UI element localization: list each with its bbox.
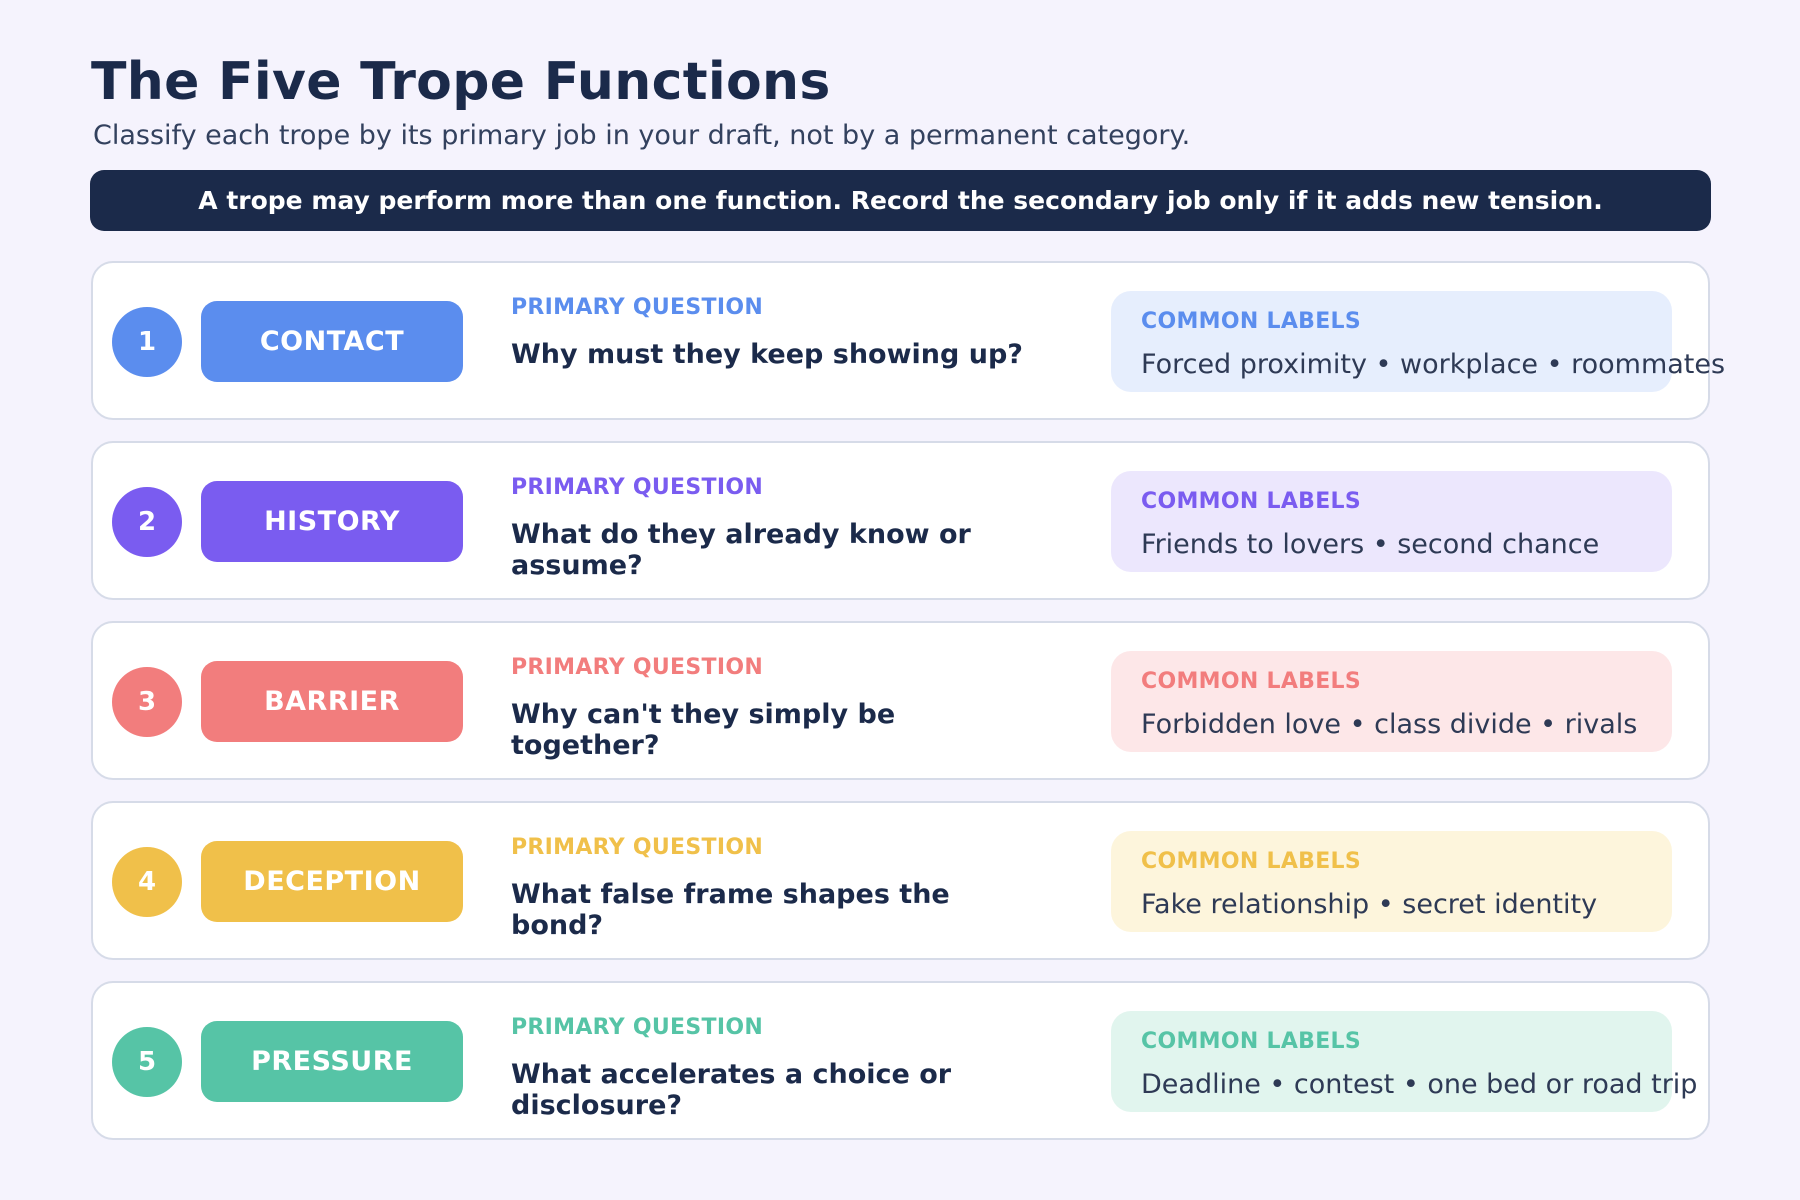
primary-question-label: PRIMARY QUESTION bbox=[511, 1015, 764, 1040]
common-labels-text: Fake relationship • secret identity bbox=[1141, 889, 1598, 920]
common-labels-title: COMMON LABELS bbox=[1141, 1029, 1362, 1054]
trope-row-contact: 1 CONTACT PRIMARY QUESTION Why must they… bbox=[91, 261, 1725, 420]
common-labels-text: Deadline • contest • one bed or road tri… bbox=[1141, 1069, 1698, 1100]
primary-question-text: Why can't they simply be together? bbox=[511, 699, 896, 761]
function-pill-pressure[interactable]: PRESSURE bbox=[201, 1021, 463, 1102]
common-labels-box: COMMON LABELS Deadline • contest • one b… bbox=[1111, 1011, 1697, 1112]
function-pill-history[interactable]: HISTORY bbox=[201, 481, 463, 562]
row-number-badge: 2 bbox=[112, 487, 182, 557]
primary-question-text: What do they already know or assume? bbox=[511, 519, 971, 581]
row-number-badge: 4 bbox=[112, 847, 182, 917]
note-banner: A trope may perform more than one functi… bbox=[90, 170, 1711, 231]
primary-question-text: What accelerates a choice or disclosure? bbox=[511, 1059, 952, 1121]
row-number-badge: 5 bbox=[112, 1027, 182, 1097]
page-subtitle: Classify each trope by its primary job i… bbox=[93, 120, 1191, 151]
primary-question-label: PRIMARY QUESTION bbox=[511, 835, 764, 860]
trope-row-pressure: 5 PRESSURE PRIMARY QUESTION What acceler… bbox=[91, 981, 1710, 1140]
page-title: The Five Trope Functions bbox=[91, 52, 831, 112]
common-labels-text: Friends to lovers • second chance bbox=[1141, 529, 1600, 560]
trope-row-barrier: 3 BARRIER PRIMARY QUESTION Why can't the… bbox=[91, 621, 1710, 780]
common-labels-box: COMMON LABELS Forbidden love • class div… bbox=[1111, 651, 1672, 752]
primary-question-label: PRIMARY QUESTION bbox=[511, 655, 764, 680]
function-pill-contact[interactable]: CONTACT bbox=[201, 301, 463, 382]
row-number-badge: 1 bbox=[112, 307, 182, 377]
common-labels-text: Forbidden love • class divide • rivals bbox=[1141, 709, 1638, 740]
common-labels-text: Forced proximity • workplace • roommates bbox=[1141, 349, 1726, 380]
primary-question-text: Why must they keep showing up? bbox=[511, 339, 1023, 370]
primary-question-text: What false frame shapes the bond? bbox=[511, 879, 950, 941]
common-labels-box: COMMON LABELS Friends to lovers • second… bbox=[1111, 471, 1672, 572]
function-pill-barrier[interactable]: BARRIER bbox=[201, 661, 463, 742]
common-labels-title: COMMON LABELS bbox=[1141, 309, 1362, 334]
trope-row-history: 2 HISTORY PRIMARY QUESTION What do they … bbox=[91, 441, 1710, 600]
row-number-badge: 3 bbox=[112, 667, 182, 737]
primary-question-label: PRIMARY QUESTION bbox=[511, 475, 764, 500]
function-pill-deception[interactable]: DECEPTION bbox=[201, 841, 463, 922]
common-labels-title: COMMON LABELS bbox=[1141, 669, 1362, 694]
trope-row-deception: 4 DECEPTION PRIMARY QUESTION What false … bbox=[91, 801, 1710, 960]
common-labels-box: COMMON LABELS Fake relationship • secret… bbox=[1111, 831, 1672, 932]
common-labels-box: COMMON LABELS Forced proximity • workpla… bbox=[1111, 291, 1725, 392]
common-labels-title: COMMON LABELS bbox=[1141, 489, 1362, 514]
note-banner-text: A trope may perform more than one functi… bbox=[198, 186, 1603, 215]
primary-question-label: PRIMARY QUESTION bbox=[511, 295, 764, 320]
common-labels-title: COMMON LABELS bbox=[1141, 849, 1362, 874]
